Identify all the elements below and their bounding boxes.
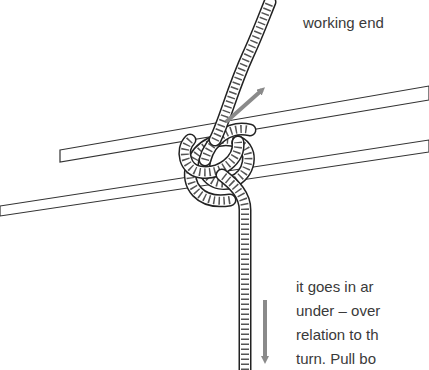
text-fragment: under – over <box>296 302 380 320</box>
text-fragment: working end <box>303 14 384 32</box>
rope-strand <box>215 2 270 140</box>
rope-strand <box>222 175 245 370</box>
rail <box>0 86 429 216</box>
rope-strand <box>215 2 270 140</box>
text-fragment: it goes in ar <box>296 278 374 296</box>
text-fragment: relation to th <box>296 326 379 344</box>
rope-strand <box>215 2 270 140</box>
rope-strand <box>222 175 245 370</box>
text-fragment: turn. Pull bo <box>296 350 376 368</box>
pull-arrow <box>226 90 262 122</box>
pull-arrow <box>263 300 267 360</box>
rope <box>185 2 270 370</box>
rope-strand <box>222 175 245 370</box>
